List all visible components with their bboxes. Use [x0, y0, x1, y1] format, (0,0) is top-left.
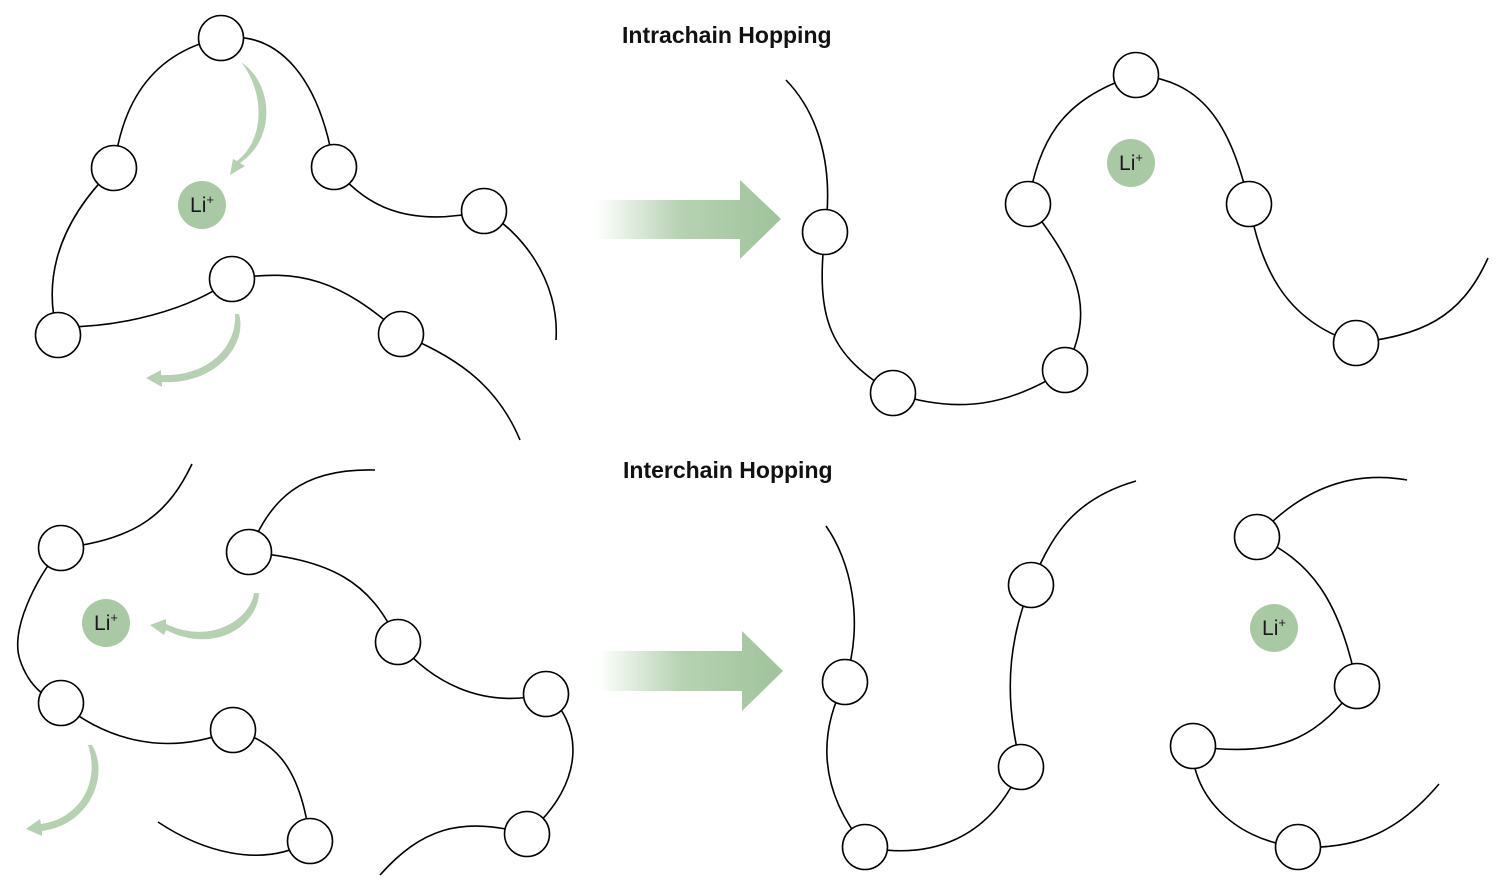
- hop-arrow-icon: [150, 593, 259, 640]
- lithium-ion: Li+: [178, 181, 226, 229]
- hop-arrow-icon: [26, 745, 99, 836]
- coordination-site: [1041, 346, 1089, 394]
- coordination-site: [522, 670, 570, 718]
- coordination-site: [1274, 823, 1322, 871]
- svg-text:Li+: Li+: [190, 192, 214, 217]
- coordination-site: [1004, 180, 1052, 228]
- coordination-site: [460, 187, 508, 235]
- panel-title-interchain: Interchain Hopping: [623, 457, 833, 483]
- coordination-site: [821, 658, 869, 706]
- coordination-site: [1333, 662, 1381, 710]
- coordination-site: [34, 311, 82, 359]
- svg-text:Li+: Li+: [1119, 150, 1143, 175]
- polymer-chain: [1192, 476, 1440, 849]
- transition-arrow-icon: [596, 180, 781, 259]
- lithium-ion: Li+: [1250, 604, 1298, 652]
- lithium-ion: Li+: [1107, 139, 1155, 187]
- coordination-site: [37, 679, 85, 727]
- coordination-site: [225, 528, 273, 576]
- polymer-chain: [57, 274, 521, 441]
- svg-text:Li+: Li+: [1262, 615, 1286, 640]
- coordination-site: [286, 817, 334, 865]
- coordination-site: [209, 706, 257, 754]
- polymer-chain: [16, 463, 311, 856]
- transition-arrow-icon: [598, 631, 783, 711]
- coordination-site: [37, 524, 85, 572]
- interchain-before: Li+: [16, 463, 574, 876]
- coordination-site: [1332, 319, 1380, 367]
- coordination-site: [503, 810, 551, 858]
- coordination-site: [841, 823, 889, 871]
- intrachain-after: Li+: [785, 51, 1489, 417]
- coordination-site: [801, 208, 849, 256]
- svg-text:Li+: Li+: [94, 610, 118, 635]
- interchain-after: Li+: [821, 476, 1440, 871]
- polymer-chain: [785, 74, 1489, 406]
- polymer-chain: [825, 480, 1137, 852]
- coordination-site: [377, 310, 425, 358]
- hop-arrow-icon: [230, 62, 267, 175]
- intrachain-before: Li+: [34, 14, 557, 441]
- panel-title-intrachain: Intrachain Hopping: [622, 22, 832, 48]
- coordination-site: [869, 369, 917, 417]
- hop-arrow-icon: [146, 314, 241, 387]
- coordination-site: [310, 143, 358, 191]
- coordination-site: [208, 255, 256, 303]
- coordination-site: [1233, 513, 1281, 561]
- coordination-site: [1225, 180, 1273, 228]
- coordination-site: [90, 144, 138, 192]
- coordination-site: [197, 14, 245, 62]
- lithium-ion: Li+: [82, 599, 130, 647]
- coordination-site: [374, 618, 422, 666]
- coordination-site: [1169, 722, 1217, 770]
- coordination-site: [997, 743, 1045, 791]
- coordination-site: [1007, 561, 1055, 609]
- coordination-site: [1112, 51, 1160, 99]
